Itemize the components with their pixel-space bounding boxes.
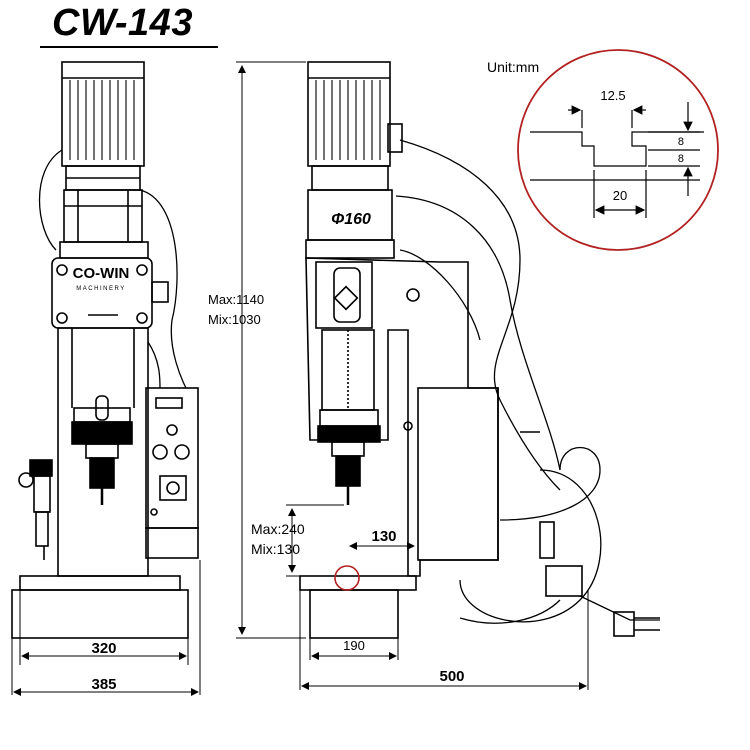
logo-subtext: MACHINERY xyxy=(76,286,125,292)
side-footswitch xyxy=(545,565,583,597)
side-base xyxy=(309,589,399,639)
slot-highlight-marker xyxy=(334,565,360,591)
unit-label: Unit:mm xyxy=(487,59,539,75)
side-frame xyxy=(305,257,499,577)
t-slot-profile xyxy=(530,102,704,218)
dim-height-min: Mix:1030 xyxy=(208,312,261,327)
dim-slot-depth-lower: 8 xyxy=(678,153,684,165)
dim-stroke-max: Max:240 xyxy=(251,521,305,537)
page-title: CW-143 xyxy=(52,2,193,44)
side-valve xyxy=(539,521,555,559)
front-view xyxy=(11,61,199,639)
side-view xyxy=(299,61,660,639)
front-base xyxy=(11,589,189,639)
dim-slot-top-width: 12.5 xyxy=(600,88,625,103)
dim-overall-depth: 500 xyxy=(439,668,464,685)
dim-throat-depth: 130 xyxy=(371,528,396,545)
dim-slot-bottom-width: 20 xyxy=(613,188,627,203)
dim-front-base-width: 320 xyxy=(91,640,116,657)
dim-stroke-min: Mix:130 xyxy=(251,541,300,557)
flywheel-diameter-label: Φ160 xyxy=(331,211,371,228)
control-box xyxy=(145,387,199,529)
title-underline xyxy=(40,46,218,48)
dim-base-depth: 190 xyxy=(343,638,365,653)
dim-height-max-prefix: Max:1140 xyxy=(208,292,264,307)
dim-slot-depth-upper: 8 xyxy=(678,136,684,148)
logo-text: CO-WIN xyxy=(73,265,130,282)
dim-front-overall-width: 385 xyxy=(91,676,116,693)
t-slot-detail-circle xyxy=(517,49,719,251)
